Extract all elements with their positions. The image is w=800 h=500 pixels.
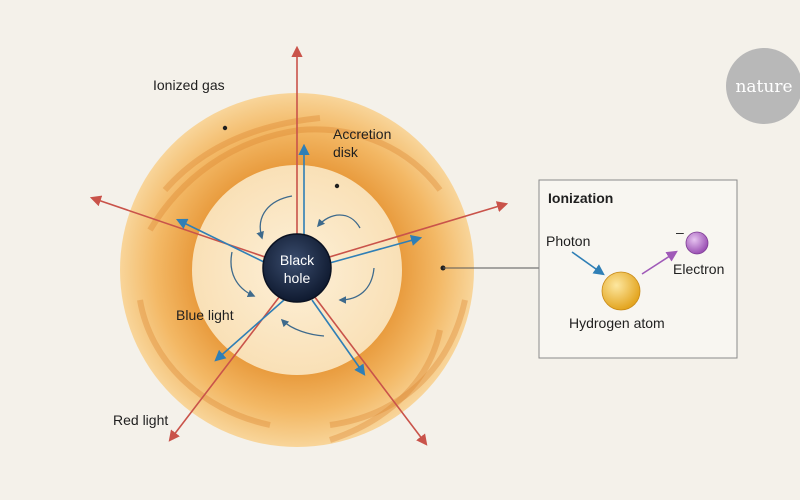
nature-logo: nature	[726, 48, 800, 124]
electron-arrow	[641, 250, 678, 275]
swirl-arrows	[230, 195, 375, 337]
blue-ray-lower-left	[214, 299, 285, 362]
black-hole-label-line2: hole	[284, 270, 311, 286]
red-ray-right	[325, 201, 509, 259]
hydrogen-atom	[601, 271, 641, 311]
electron	[685, 231, 709, 255]
photon-arrow	[571, 251, 605, 276]
ionized-gas-pointer-dot	[222, 125, 228, 131]
electron-charge: –	[676, 224, 684, 240]
inset-title: Ionization	[548, 190, 613, 206]
blue-ray-lower-right	[311, 299, 366, 376]
black-hole-label-line1: Black	[280, 252, 315, 268]
accretion-disk-label-line2: disk	[333, 144, 359, 160]
electron-label: Electron	[673, 261, 724, 277]
blue-ray-left	[175, 218, 269, 265]
blue-light-rays	[175, 143, 423, 376]
logo-circle	[726, 48, 800, 124]
red-ray-lower-right	[313, 295, 428, 446]
logo-text: nature	[735, 77, 792, 97]
ionized-gas-label: Ionized gas	[153, 77, 225, 93]
inset-box	[538, 179, 738, 359]
blue-light-label: Blue light	[176, 307, 234, 323]
blue-ray-right	[325, 234, 423, 265]
accretion-disk-pointer-dot	[334, 183, 340, 189]
accretion-disk-label-line1: Accretion	[333, 126, 391, 142]
gas-texture	[137, 115, 468, 443]
red-light-label: Red light	[113, 412, 168, 428]
ionization-inset: Ionization Photon – Electron Hydrogen at…	[538, 179, 738, 359]
hydrogen-atom-label: Hydrogen atom	[569, 315, 665, 331]
photon-label: Photon	[546, 233, 590, 249]
black-hole	[262, 233, 332, 303]
